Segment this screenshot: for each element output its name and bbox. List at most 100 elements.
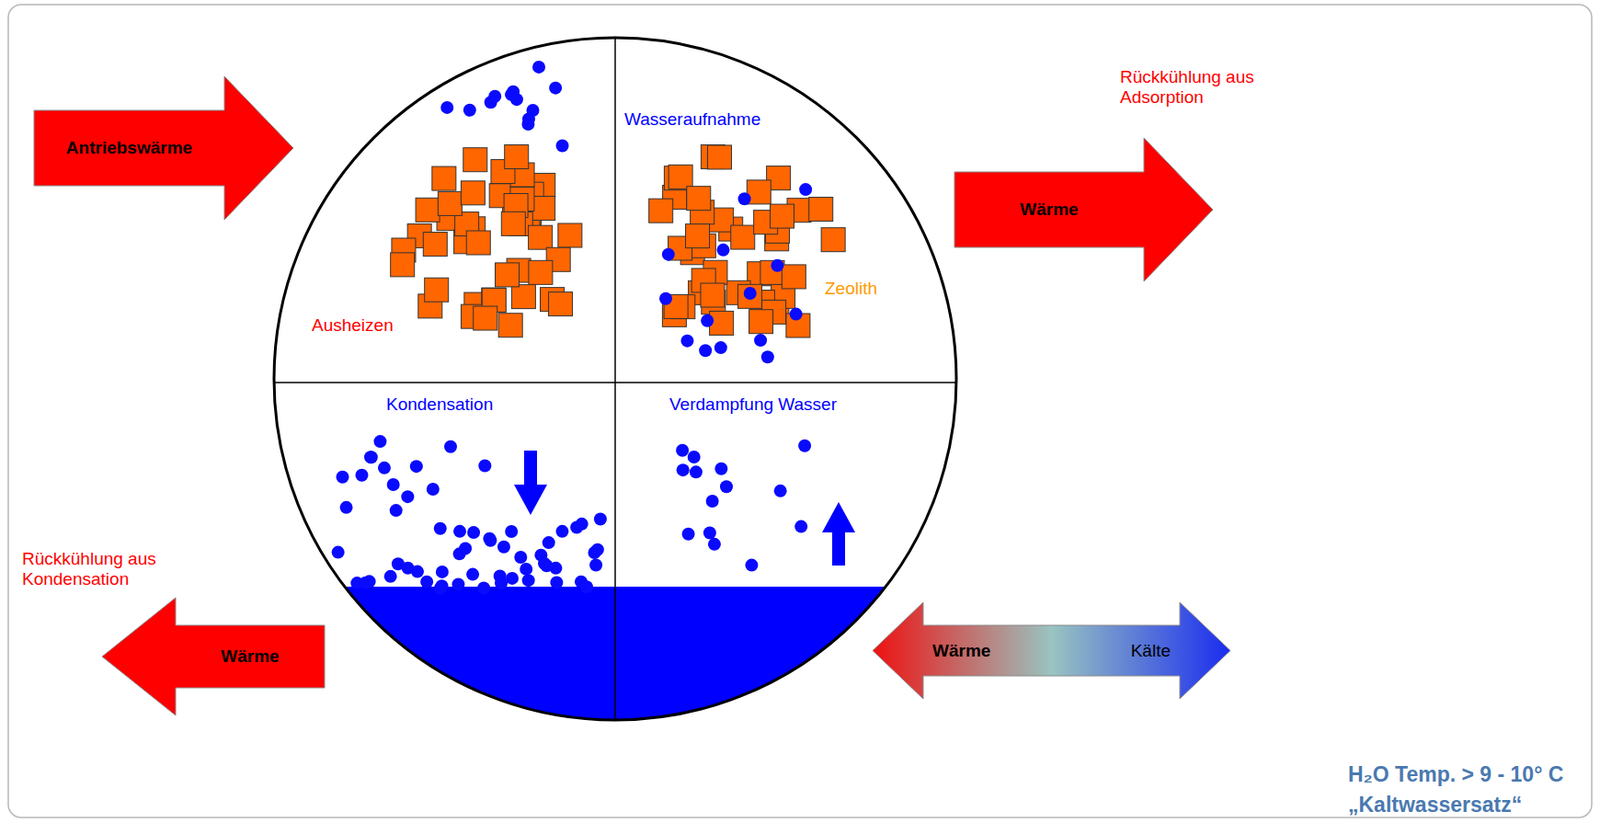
arrow-shape bbox=[102, 597, 325, 716]
arrow-shaft bbox=[832, 531, 846, 566]
water-molecule bbox=[575, 517, 589, 531]
water-molecule bbox=[774, 484, 788, 498]
arrow-shape bbox=[954, 137, 1213, 282]
water-molecule bbox=[556, 138, 570, 152]
water-molecule bbox=[738, 192, 752, 206]
water-molecule bbox=[453, 525, 467, 538]
water-molecule bbox=[354, 468, 368, 482]
water-molecule bbox=[387, 478, 400, 492]
zeolite-grain bbox=[504, 145, 529, 170]
water-molecule bbox=[483, 534, 497, 548]
zeolite-grain bbox=[821, 228, 846, 252]
zeolite-grain bbox=[749, 309, 774, 334]
water-molecule bbox=[505, 571, 519, 585]
phase-label: Ausheizen bbox=[311, 315, 394, 336]
water-molecule bbox=[484, 95, 498, 109]
water-molecule bbox=[522, 573, 536, 587]
water-molecule bbox=[497, 540, 511, 554]
water-molecule bbox=[463, 103, 477, 117]
water-molecule bbox=[682, 527, 696, 541]
water-molecule bbox=[706, 494, 720, 508]
water-molecule bbox=[542, 536, 556, 549]
zeolite-grain bbox=[781, 264, 806, 289]
water-molecule bbox=[453, 547, 467, 560]
temperature-note: H₂O Temp. > 9 - 10° C bbox=[1348, 762, 1564, 787]
arrow-shape bbox=[872, 602, 1231, 699]
water-molecule bbox=[340, 501, 354, 515]
arrow-label: Wärme bbox=[932, 640, 991, 662]
arrow-head bbox=[822, 502, 856, 533]
arrow-outline bbox=[954, 137, 1213, 282]
water-molecule bbox=[522, 113, 536, 126]
water-molecule bbox=[700, 314, 714, 328]
circle-content bbox=[266, 60, 966, 734]
zeolite-grain bbox=[531, 195, 556, 220]
zeolite-grain bbox=[731, 225, 755, 250]
water-molecule bbox=[698, 343, 712, 357]
water-molecule bbox=[703, 526, 717, 540]
phase-label: Wasseraufnahme bbox=[624, 109, 761, 130]
water-molecule bbox=[373, 434, 387, 448]
zeolite-grain bbox=[422, 232, 447, 257]
water-molecule bbox=[676, 463, 690, 477]
water-molecule bbox=[444, 440, 458, 454]
water-molecule bbox=[754, 333, 767, 347]
water-molecule bbox=[548, 81, 562, 95]
heat-arrow: Wärme bbox=[102, 597, 325, 716]
water-molecule bbox=[789, 308, 803, 321]
water-molecule bbox=[689, 465, 703, 479]
water-molecule bbox=[410, 459, 423, 473]
heat-arrow: WärmeKälte bbox=[872, 602, 1231, 699]
zeolite-grain bbox=[432, 166, 457, 191]
zeolite-grain bbox=[390, 252, 415, 277]
arrow-head bbox=[514, 484, 548, 515]
water-molecule bbox=[532, 60, 546, 74]
zeolite-grain bbox=[700, 283, 725, 308]
zeolite-grain bbox=[466, 230, 491, 255]
water-molecule bbox=[720, 480, 733, 493]
water-molecule bbox=[680, 334, 694, 348]
frame bbox=[8, 4, 1592, 818]
zeolite-grain bbox=[460, 181, 485, 206]
zeolite-grain bbox=[495, 262, 520, 287]
water-molecule bbox=[662, 248, 675, 262]
water-molecule bbox=[659, 292, 673, 306]
water-molecule bbox=[744, 559, 758, 572]
quadrant-divider bbox=[274, 381, 957, 384]
water-molecule bbox=[514, 550, 527, 564]
water-pool bbox=[266, 586, 966, 734]
zeolite-grain bbox=[737, 284, 762, 309]
water-molecule bbox=[770, 259, 784, 273]
water-molecule bbox=[478, 459, 492, 473]
water-molecule bbox=[477, 581, 491, 595]
zeolite-grain bbox=[685, 224, 710, 249]
phase-label: Kondensation bbox=[386, 394, 493, 415]
water-molecule bbox=[537, 557, 551, 571]
water-molecule bbox=[359, 576, 373, 590]
water-molecule bbox=[331, 546, 345, 560]
zeolite-grain bbox=[769, 204, 794, 229]
water-molecule bbox=[336, 470, 350, 484]
arrow-shaft bbox=[524, 450, 538, 486]
zeolite-grain bbox=[473, 306, 498, 331]
water-molecule bbox=[400, 490, 414, 503]
water-molecule bbox=[743, 286, 757, 300]
water-molecule bbox=[589, 559, 603, 572]
water-molecule bbox=[594, 513, 607, 526]
zeolite-grain bbox=[437, 191, 462, 216]
water-molecule bbox=[451, 577, 465, 591]
water-molecule bbox=[591, 543, 605, 557]
water-molecule bbox=[798, 439, 812, 453]
zeolite-grain bbox=[501, 211, 526, 236]
water-molecule bbox=[716, 243, 730, 257]
water-molecule bbox=[549, 576, 563, 590]
water-molecule bbox=[555, 525, 569, 538]
particles bbox=[331, 60, 846, 595]
arrow-outline bbox=[872, 602, 1231, 699]
water-molecule bbox=[708, 537, 721, 551]
water-molecule bbox=[519, 562, 533, 576]
water-molecule bbox=[391, 557, 405, 571]
material-label: Zeolith bbox=[824, 278, 878, 299]
arrow-outline bbox=[102, 597, 325, 716]
water-molecule bbox=[687, 450, 701, 464]
